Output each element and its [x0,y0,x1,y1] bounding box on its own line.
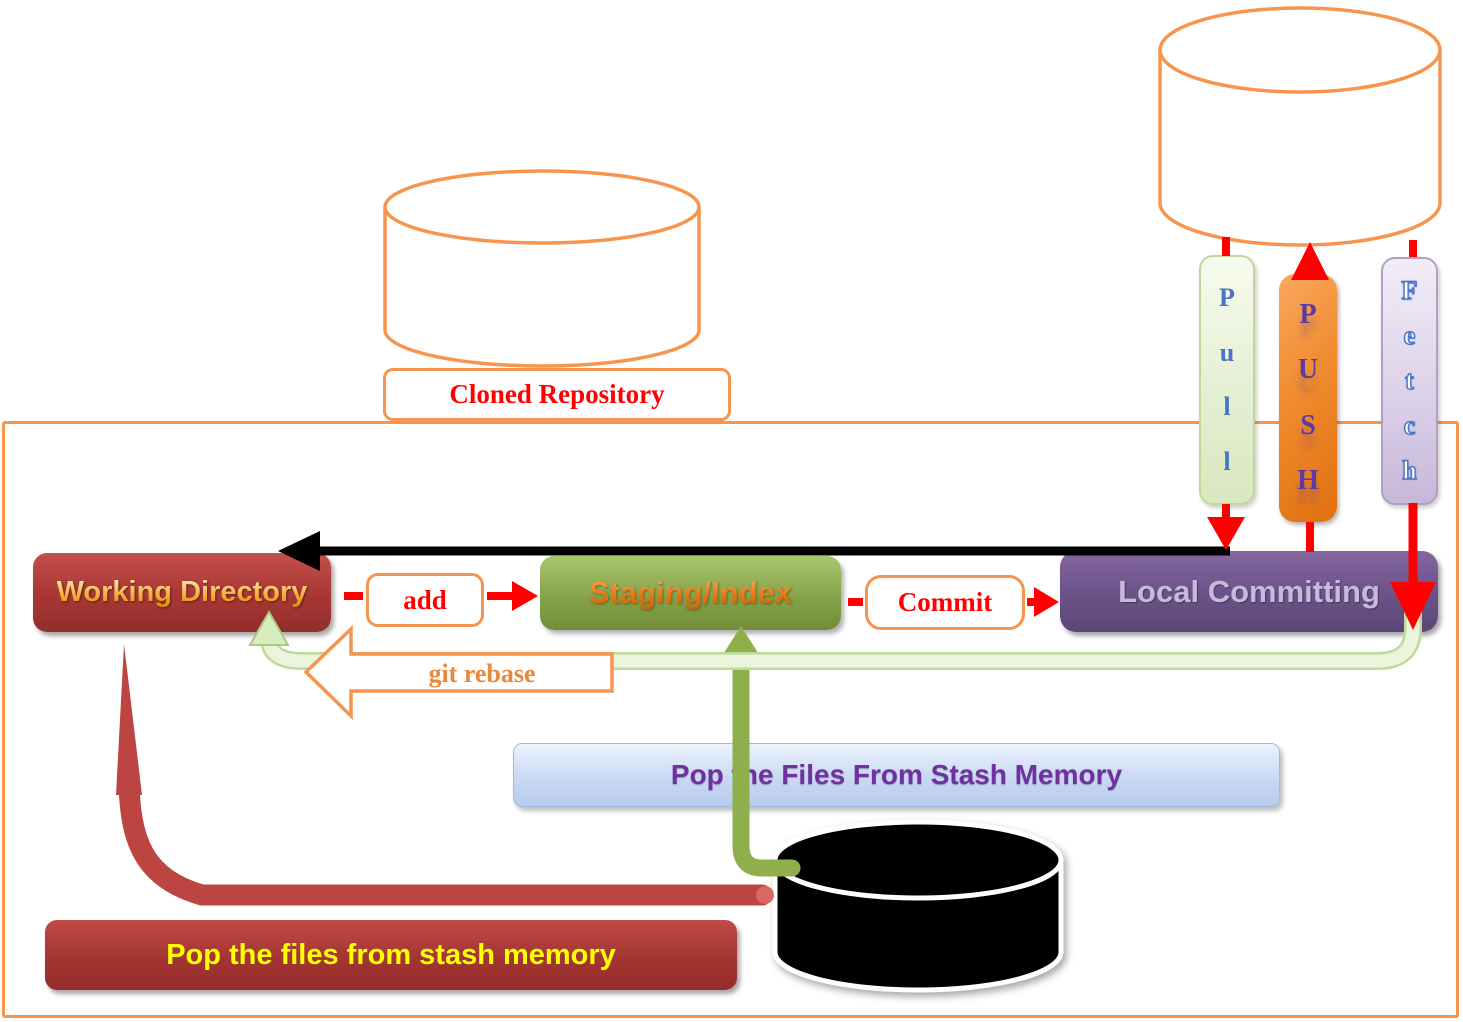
pull-letter: l [1223,392,1231,422]
staging-index-node: Staging/Index [540,556,841,630]
push-letter: S [1300,409,1316,441]
pull-letter: l [1223,446,1231,476]
local-committing-text: Local Committing [1118,573,1380,609]
fetch-pill: F e t c h [1381,257,1438,505]
pull-letter: P [1219,283,1235,313]
local-computer-label: Local Computer [390,252,695,302]
commit-action-box: Commit [865,575,1025,630]
cloned-repository-text: Cloned Repository [449,379,665,409]
push-letter: H [1297,464,1319,496]
stash-memory-label: Stash Memory [780,882,1058,930]
cloned-repository-box: Cloned Repository [383,368,731,421]
push-letter: P [1299,299,1317,331]
fetch-letter: h [1402,456,1418,485]
add-action-box: add [366,573,484,627]
stash-memory-text: Stash Memory [828,889,1010,922]
add-text: add [403,584,447,615]
local-committing-node: Local Committing [1060,551,1438,632]
pop-stash-upper-banner: Pop the Files From Stash Memory [513,743,1280,807]
fetch-letter: t [1404,366,1414,395]
push-letter: U [1297,354,1319,386]
local-computer-boundary [2,421,1459,1018]
fetch-letter: e [1403,321,1416,350]
pull-letter: u [1219,337,1235,367]
pop-stash-upper-text: Pop the Files From Stash Memory [670,759,1123,790]
working-directory-text: Working Directory [56,576,308,608]
git-remote-server-label: Git Remote Server [1165,110,1435,160]
git-remote-server-text: Git Remote Server [1192,119,1408,150]
push-pill: P U S H [1279,274,1337,522]
staging-index-text: Staging/Index [588,575,793,610]
fetch-letter: F [1401,276,1418,305]
commit-text: Commit [897,587,993,617]
working-directory-node: Working Directory [33,553,331,632]
local-computer-text: Local Computer [440,260,645,293]
pop-stash-lower-text: Pop the files from stash memory [166,938,616,971]
pull-pill: P u l l [1199,255,1255,505]
pop-stash-lower-banner: Pop the files from stash memory [45,920,737,990]
fetch-letter: c [1403,411,1416,440]
